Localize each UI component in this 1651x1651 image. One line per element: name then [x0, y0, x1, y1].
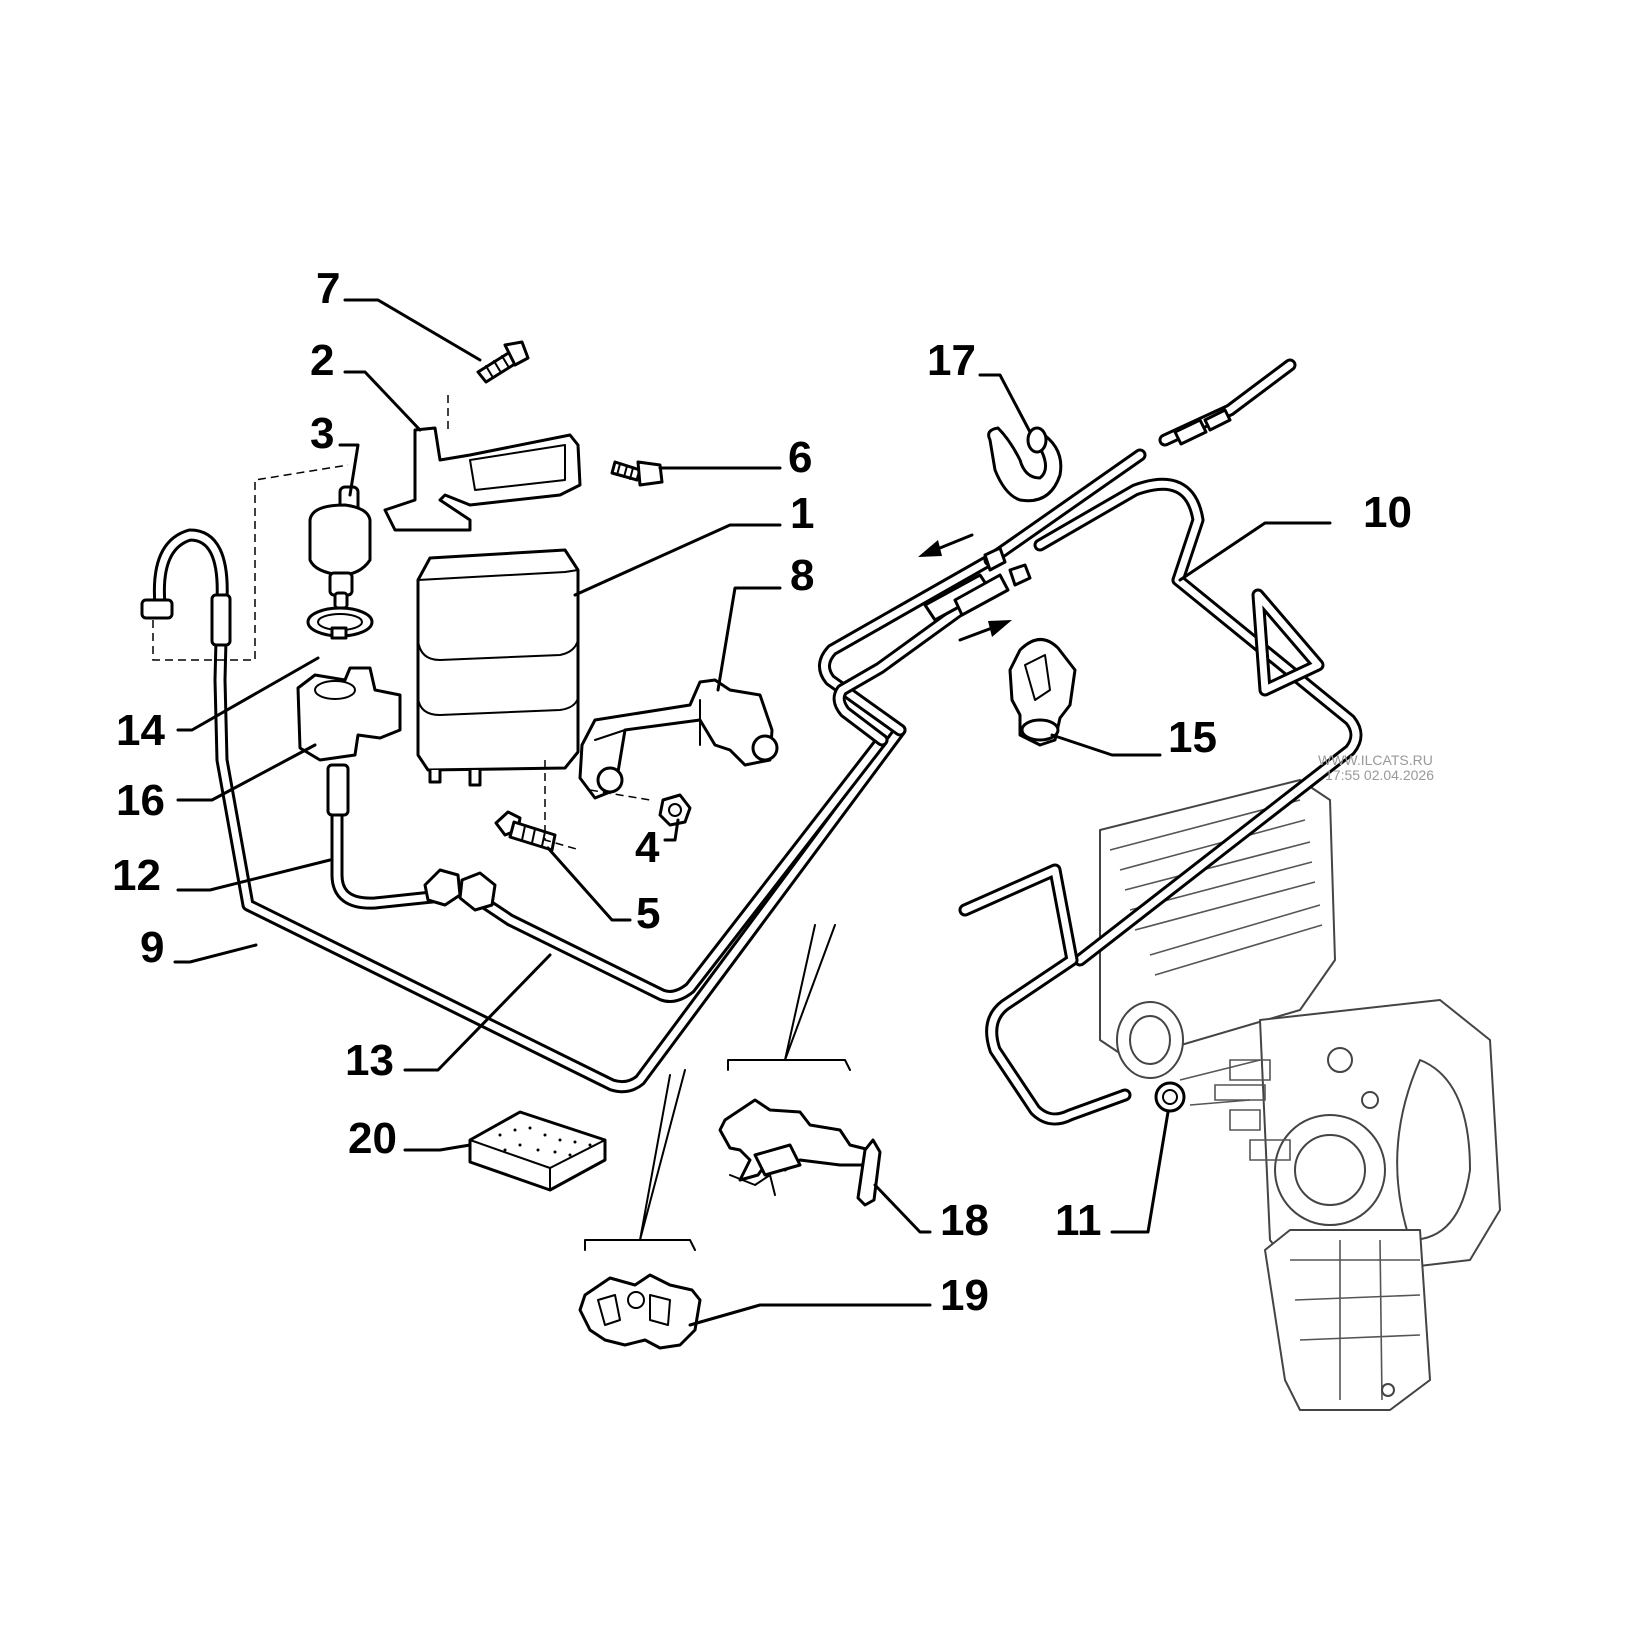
leader-1	[573, 523, 782, 597]
clip-19	[578, 1273, 702, 1350]
clip-15	[1008, 638, 1077, 747]
leader-12	[176, 858, 332, 892]
valve-holder	[296, 666, 402, 762]
purge-valve	[308, 485, 372, 610]
leader-13	[403, 953, 552, 1072]
hose-sleeve	[210, 593, 232, 647]
leader-14	[176, 656, 320, 732]
callout-19: 19	[940, 1271, 989, 1320]
group-bracket-19	[584, 1069, 696, 1251]
callout-11: 11	[1055, 1196, 1102, 1245]
callout-9: 9	[140, 923, 164, 972]
fitting-12-end	[423, 868, 462, 907]
leader-15	[1050, 733, 1162, 757]
leader-3	[338, 443, 360, 497]
hose-upper-bundle	[818, 448, 1147, 747]
callout-16: 16	[116, 776, 165, 825]
watermark-site: WWW.ILCATS.RU	[1318, 752, 1433, 768]
leader-5	[546, 846, 632, 922]
callout-6: 6	[788, 433, 812, 482]
support-bracket	[578, 678, 779, 800]
leader-2	[343, 370, 422, 432]
hose-10	[1033, 477, 1363, 967]
upper-connector	[1173, 408, 1232, 446]
leader-lines	[173, 298, 1332, 1327]
callout-4: 4	[635, 823, 660, 872]
screw-7	[476, 340, 530, 384]
callout-8: 8	[790, 551, 814, 600]
callout-12: 12	[112, 851, 161, 900]
leader-11	[1110, 1110, 1170, 1234]
callout-17: 17	[927, 336, 976, 385]
hose-12	[330, 783, 439, 910]
callout-3: 3	[310, 409, 334, 458]
hose-13	[473, 733, 889, 1003]
leader-16	[176, 743, 317, 802]
flow-arrow-left-icon	[918, 533, 974, 557]
hose-clamp	[306, 606, 374, 640]
clip-18	[718, 1098, 882, 1207]
canister-bracket	[383, 426, 582, 532]
leader-9	[173, 943, 258, 964]
clip-17	[987, 426, 1063, 503]
nut	[658, 793, 692, 827]
callout-10: 10	[1363, 488, 1412, 537]
intake-manifold	[1099, 779, 1501, 1411]
leader-4	[663, 818, 680, 842]
hose-sleeve-12	[326, 763, 350, 817]
callout-20: 20	[348, 1114, 397, 1163]
ring-11	[1154, 1081, 1186, 1113]
leader-20	[403, 1143, 472, 1152]
callout-5: 5	[636, 889, 660, 938]
callout-7: 7	[316, 264, 340, 313]
leader-18	[873, 1183, 932, 1234]
callout-13: 13	[345, 1036, 394, 1085]
fitting-13-end	[458, 871, 497, 912]
callout-labels: 7 2 3 6 1 8 4 5 17 10 15 14 16 12 9 13 2…	[112, 264, 1412, 1320]
leader-10	[1178, 521, 1332, 582]
flow-arrow-right-icon	[958, 620, 1012, 642]
leader-7	[343, 298, 482, 362]
hose-9	[152, 528, 907, 1094]
hose-11	[958, 863, 1132, 1126]
watermark-timestamp: 17:55 02.04.2026	[1325, 767, 1434, 783]
callout-15: 15	[1168, 713, 1217, 762]
callout-1: 1	[790, 489, 814, 538]
callout-2: 2	[310, 336, 334, 385]
hose-end-fitting	[140, 598, 174, 620]
foam-texture	[498, 1126, 592, 1157]
bolt-5	[494, 810, 557, 852]
callout-18: 18	[940, 1196, 989, 1245]
leader-19	[688, 1303, 932, 1327]
group-bracket-18	[727, 924, 851, 1071]
leader-17	[978, 373, 1032, 434]
leader-8	[716, 586, 782, 692]
connector-bundle	[923, 546, 1032, 622]
foam-pad	[468, 1110, 607, 1192]
watermark: WWW.ILCATS.RU 17:55 02.04.2026	[1318, 752, 1434, 783]
screw-6	[610, 460, 664, 487]
assembly-dashed-lines	[152, 395, 651, 851]
callout-14: 14	[116, 706, 165, 755]
canister	[416, 548, 580, 787]
